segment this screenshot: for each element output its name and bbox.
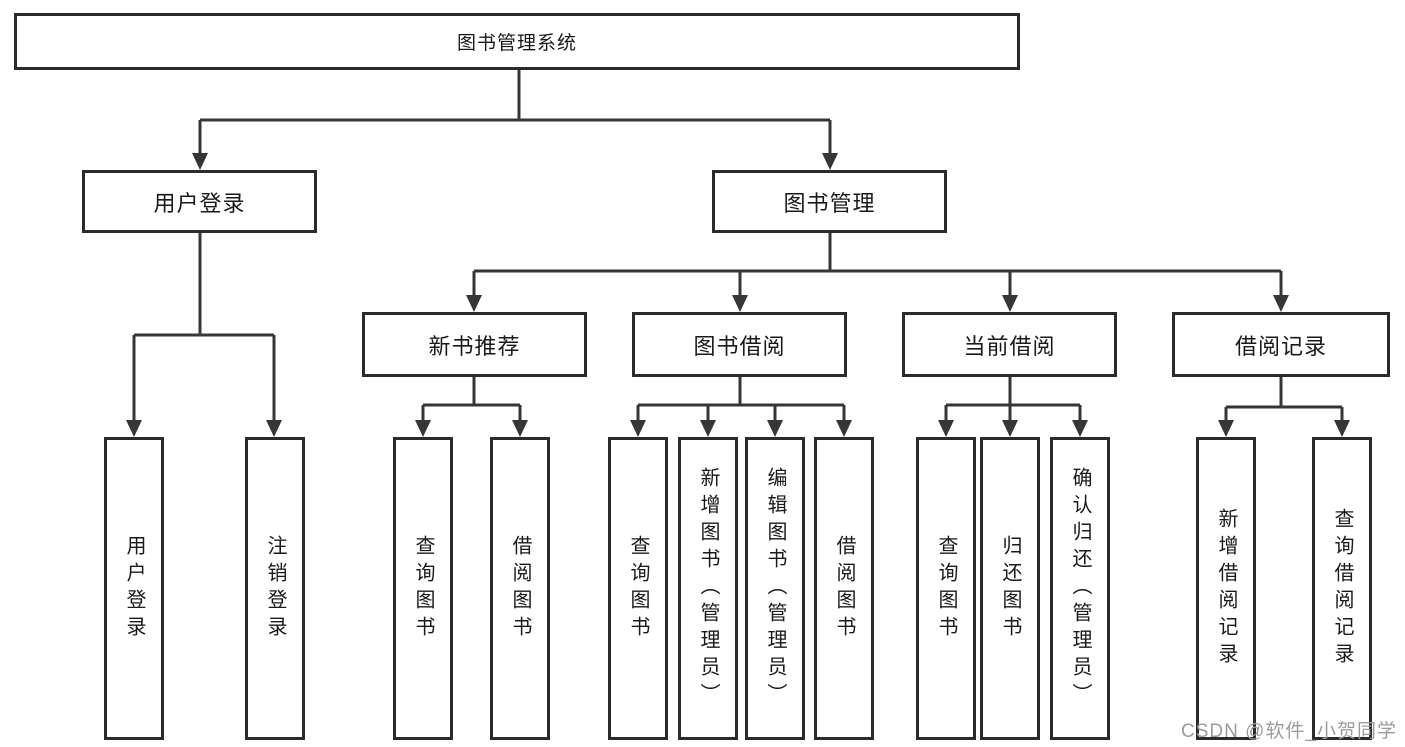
leaf-query-books-recommend: 查询图书	[393, 437, 453, 740]
leaf-query-books-current-label: 查询图书	[935, 534, 957, 643]
connector-path	[132, 70, 1344, 422]
leaf-user-login-label: 用户登录	[123, 534, 145, 643]
node-user-login: 用户登录	[82, 170, 317, 233]
leaf-borrow-books-recommend-label: 借阅图书	[509, 534, 531, 643]
leaf-query-books-recommend-label: 查询图书	[412, 534, 434, 643]
leaf-return-book: 归还图书	[980, 437, 1040, 740]
leaf-logout-label: 注销登录	[264, 534, 286, 643]
leaf-edit-book-admin-label: 编辑图书（管理员）	[764, 467, 786, 710]
leaf-borrow-books-recommend: 借阅图书	[490, 437, 550, 740]
leaf-add-borrow-record-label: 新增借阅记录	[1215, 507, 1237, 670]
leaf-query-books-borrow: 查询图书	[608, 437, 668, 740]
leaf-borrow-books: 借阅图书	[814, 437, 874, 740]
leaf-confirm-return-admin-label: 确认归还（管理员）	[1069, 467, 1091, 710]
leaf-query-borrow-record: 查询借阅记录	[1312, 437, 1372, 740]
node-book-management-label: 图书管理	[783, 190, 876, 216]
leaf-logout: 注销登录	[245, 437, 305, 740]
leaf-query-books-borrow-label: 查询图书	[627, 534, 649, 643]
arrowhead-icons	[126, 153, 1350, 437]
node-borrow-records: 借阅记录	[1172, 312, 1390, 377]
leaf-return-book-label: 归还图书	[999, 534, 1021, 643]
node-borrow-records-label: 借阅记录	[1234, 333, 1327, 359]
node-book-borrow-label: 图书借阅	[693, 333, 786, 359]
leaf-add-book-admin-label: 新增图书（管理员）	[697, 467, 719, 710]
node-library-system: 图书管理系统	[14, 13, 1020, 70]
leaf-add-borrow-record: 新增借阅记录	[1196, 437, 1256, 740]
leaf-query-books-current: 查询图书	[916, 437, 976, 740]
leaf-query-borrow-record-label: 查询借阅记录	[1331, 507, 1353, 670]
node-user-login-label: 用户登录	[153, 190, 246, 216]
node-current-borrow-label: 当前借阅	[963, 333, 1056, 359]
leaf-confirm-return-admin: 确认归还（管理员）	[1050, 437, 1110, 740]
node-new-book-recommend-label: 新书推荐	[428, 333, 521, 359]
leaf-borrow-books-label: 借阅图书	[833, 534, 855, 643]
node-new-book-recommend: 新书推荐	[362, 312, 587, 377]
node-current-borrow: 当前借阅	[902, 312, 1117, 377]
leaf-edit-book-admin: 编辑图书（管理员）	[745, 437, 805, 740]
node-library-system-label: 图书管理系统	[456, 33, 577, 54]
leaf-add-book-admin: 新增图书（管理员）	[678, 437, 738, 740]
leaf-user-login: 用户登录	[104, 437, 164, 740]
node-book-management: 图书管理	[712, 170, 947, 233]
node-book-borrow: 图书借阅	[632, 312, 847, 377]
